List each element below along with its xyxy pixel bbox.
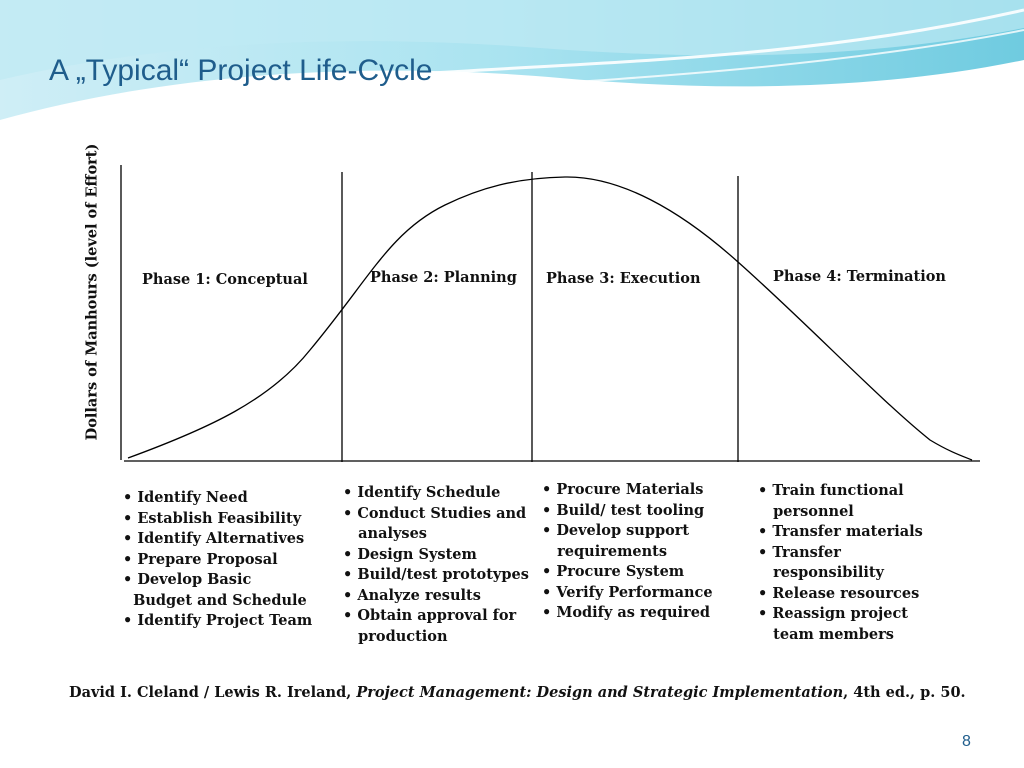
- task-item: • Obtain approval for: [343, 607, 517, 624]
- task-item: • Release resources: [758, 584, 920, 602]
- citation-details: , 4th ed., p. 50.: [843, 684, 966, 701]
- slide-title: A „Typical“ Project Life-Cycle: [49, 54, 433, 87]
- phase-label-execution: Phase 3: Execution: [546, 270, 701, 287]
- task-list-termination: • Train functional personnel • Transfer …: [758, 481, 923, 645]
- task-item: Budget and Schedule: [123, 591, 307, 609]
- task-item: • Procure Materials: [542, 481, 704, 498]
- task-item: • Identify Schedule: [343, 484, 501, 501]
- task-item: requirements: [542, 542, 668, 560]
- task-item: responsibility: [758, 564, 884, 581]
- task-item: • Develop Basic: [123, 571, 252, 588]
- phase-label-conceptual: Phase 1: Conceptual: [142, 271, 308, 288]
- page-number: 8: [962, 733, 971, 750]
- task-item: • Reassign project: [758, 605, 908, 622]
- task-item: • Identify Project Team: [123, 612, 313, 629]
- task-list-planning: • Identify Schedule • Conduct Studies an…: [343, 483, 529, 647]
- decorative-banner: [0, 0, 1024, 127]
- task-item: personnel: [758, 502, 854, 520]
- task-item: production: [343, 627, 448, 645]
- task-item: • Verify Performance: [542, 583, 713, 601]
- y-axis-label: Dollars of Manhours (level of Effort): [83, 143, 101, 441]
- task-item: • Conduct Studies and: [343, 504, 527, 522]
- phase-label-planning: Phase 2: Planning: [370, 269, 517, 286]
- task-item: • Design System: [343, 545, 477, 563]
- task-item: • Modify as required: [542, 604, 711, 621]
- task-item: • Identify Alternatives: [123, 530, 305, 547]
- effort-curve: [127, 176, 973, 461]
- phase-label-termination: Phase 4: Termination: [773, 268, 946, 285]
- citation-authors: David I. Cleland / Lewis R. Ireland,: [69, 684, 357, 701]
- task-item: • Identify Need: [123, 489, 248, 506]
- task-item: • Procure System: [542, 563, 685, 580]
- citation: David I. Cleland / Lewis R. Ireland, Pro…: [69, 684, 966, 701]
- task-item: • Prepare Proposal: [123, 550, 278, 568]
- task-item: team members: [758, 625, 894, 643]
- task-item: • Build/ test tooling: [542, 501, 705, 519]
- task-item: analyses: [343, 525, 427, 542]
- task-item: • Analyze results: [343, 586, 481, 604]
- task-list-conceptual: • Identify Need • Establish Feasibility …: [123, 488, 312, 632]
- task-item: • Establish Feasibility: [123, 509, 302, 527]
- task-item: • Transfer: [758, 543, 841, 561]
- task-item: • Build/test prototypes: [343, 566, 529, 583]
- task-list-execution: • Procure Materials • Build/ test toolin…: [542, 480, 713, 624]
- task-item: • Develop support: [542, 522, 690, 539]
- task-item: • Transfer materials: [758, 523, 923, 540]
- task-item: • Train functional: [758, 482, 904, 499]
- citation-book-title: Project Management: Design and Strategic…: [356, 684, 844, 701]
